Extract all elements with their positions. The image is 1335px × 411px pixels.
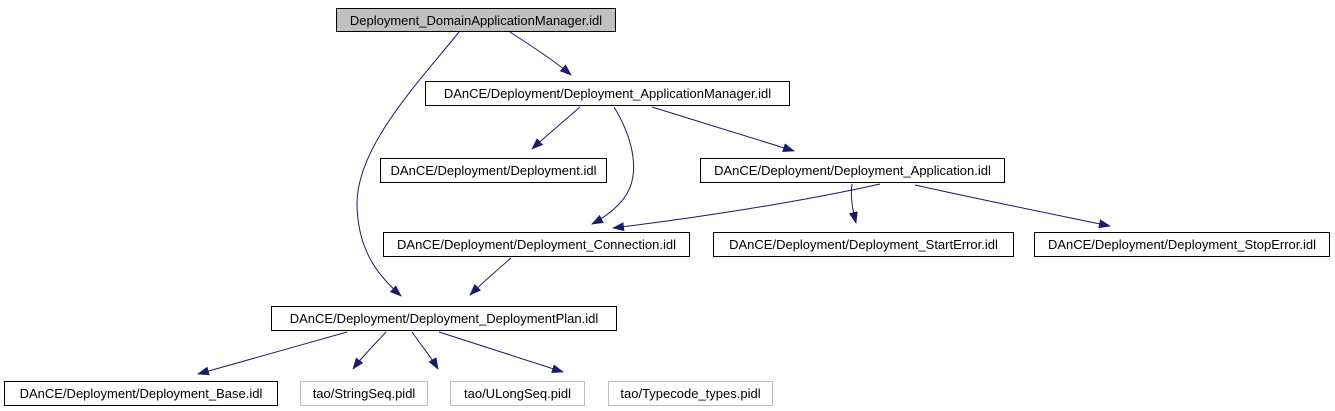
node-stop-error[interactable]: DAnCE/Deployment/Deployment_StopError.id…	[1034, 232, 1330, 257]
node-application-manager[interactable]: DAnCE/Deployment/Deployment_ApplicationM…	[425, 81, 790, 106]
node-domain-application-manager: Deployment_DomainApplicationManager.idl	[336, 8, 616, 32]
edge-deployment-plan-to-string-seq	[352, 331, 387, 370]
edge-application-to-connection	[612, 183, 881, 232]
node-start-error[interactable]: DAnCE/Deployment/Deployment_StartError.i…	[713, 232, 1014, 257]
edge-application-manager-to-connection	[591, 106, 635, 225]
node-typecode-types: tao/Typecode_types.pidl	[608, 381, 773, 406]
edge-connection-to-deployment-plan	[469, 257, 512, 296]
edge-application-to-stop-error	[914, 184, 1111, 229]
edge-domain-application-manager-to-application-manager	[509, 31, 572, 76]
node-connection[interactable]: DAnCE/Deployment/Deployment_Connection.i…	[383, 232, 690, 257]
edge-application-manager-to-application	[651, 106, 795, 152]
node-string-seq: tao/StringSeq.pidl	[300, 381, 428, 406]
edge-deployment-plan-to-base	[197, 331, 348, 376]
edge-application-manager-to-deployment	[531, 106, 581, 150]
node-application[interactable]: DAnCE/Deployment/Deployment_Application.…	[700, 158, 1005, 183]
node-base[interactable]: DAnCE/Deployment/Deployment_Base.idl	[4, 381, 278, 406]
edge-domain-application-manager-to-deployment-plan	[356, 31, 460, 297]
node-deployment[interactable]: DAnCE/Deployment/Deployment.idl	[380, 158, 607, 183]
node-deployment-plan[interactable]: DAnCE/Deployment/Deployment_DeploymentPl…	[271, 306, 617, 331]
node-ulong-seq: tao/ULongSeq.pidl	[450, 381, 585, 406]
edge-deployment-plan-to-typecode-types	[438, 331, 564, 373]
edge-deployment-plan-to-ulong-seq	[411, 331, 439, 370]
edge-application-to-start-error	[848, 183, 858, 224]
